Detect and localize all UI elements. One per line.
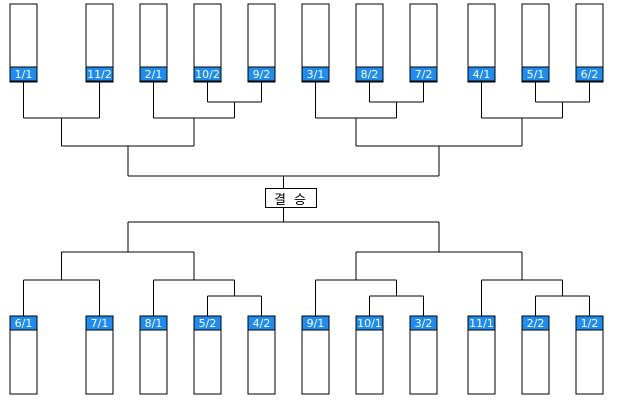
top-seed-badge (9, 66, 38, 82)
top-seed-badge (139, 66, 168, 82)
top-seed-label: 1/1 (15, 68, 33, 81)
bottom-seed-label: 6/1 (15, 317, 33, 330)
top-seed-label: 8/2 (361, 68, 379, 81)
top-seed-badge (409, 66, 438, 82)
top-seed-badge (575, 66, 604, 82)
bottom-seed-label: 11/1 (469, 317, 494, 330)
top-seed-label: 4/1 (473, 68, 491, 81)
bottom-seed-label: 7/1 (91, 317, 109, 330)
top-seed-label: 2/1 (145, 68, 163, 81)
top-seed-label: 7/2 (415, 68, 433, 81)
bottom-seed-label: 5/2 (199, 317, 217, 330)
top-seed-label: 9/2 (253, 68, 271, 81)
bottom-seed-label: 10/1 (357, 317, 382, 330)
top-seed-label: 10/2 (195, 68, 220, 81)
top-seed-label: 5/1 (527, 68, 545, 81)
final-match-label: 결 승 (265, 188, 317, 208)
top-seed-label: 6/2 (581, 68, 599, 81)
bottom-seed-label: 3/2 (415, 317, 433, 330)
final-label-text: 결 승 (273, 192, 309, 208)
top-seed-badge (301, 66, 330, 82)
bottom-seed-label: 1/2 (581, 317, 599, 330)
top-seed-badge (247, 66, 276, 82)
bottom-seed-label: 4/2 (253, 317, 271, 330)
top-seed-badge (355, 66, 384, 82)
bottom-seed-label: 2/2 (527, 317, 545, 330)
bottom-seed-label: 9/1 (307, 317, 325, 330)
bottom-seed-label: 8/1 (145, 317, 163, 330)
top-seed-badge (521, 66, 550, 82)
top-seed-label: 11/2 (87, 68, 112, 81)
top-seed-badge (193, 66, 222, 82)
top-seed-label: 3/1 (307, 68, 325, 81)
top-seed-badge (467, 66, 496, 82)
top-seed-badge (85, 66, 114, 82)
